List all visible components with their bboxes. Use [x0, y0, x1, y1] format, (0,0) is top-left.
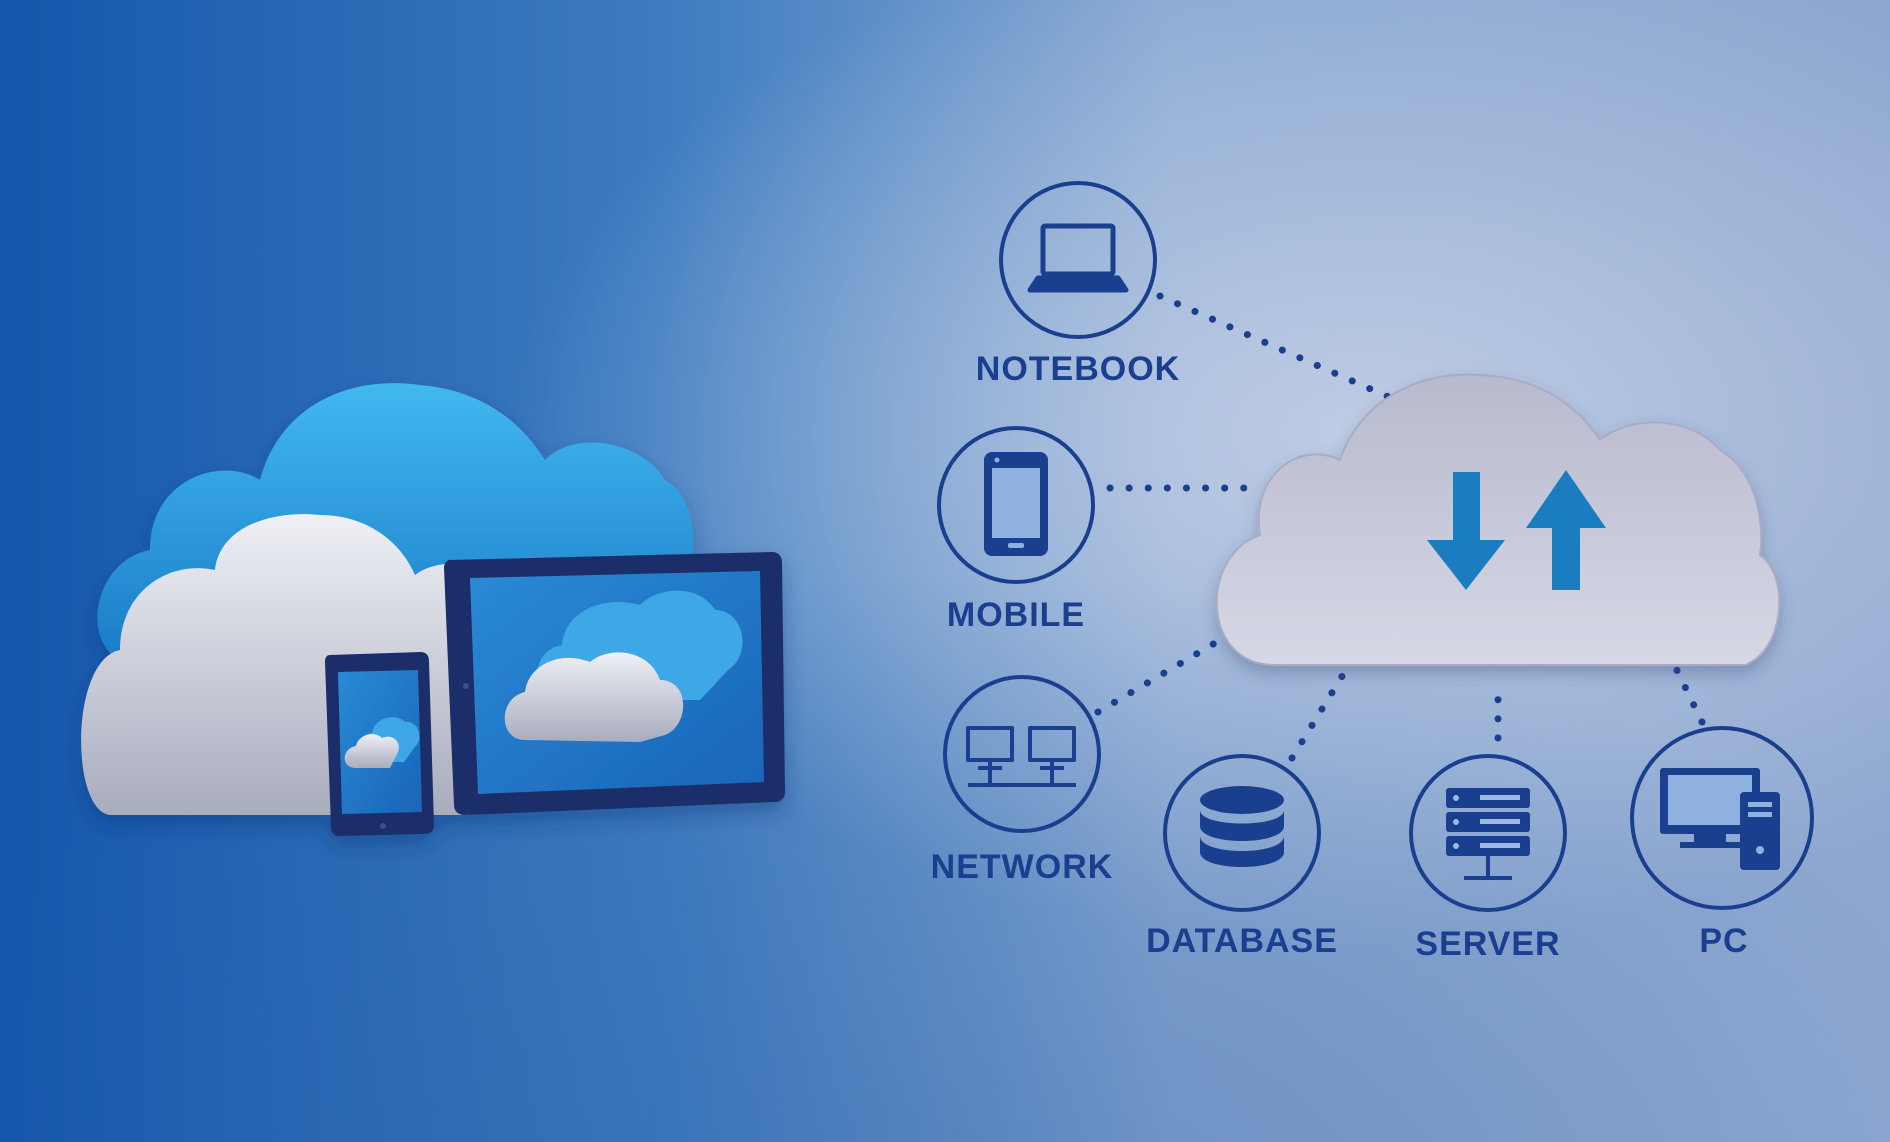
node-label: DATABASE [1146, 922, 1338, 960]
phone-device [325, 652, 434, 836]
tablet-device [444, 552, 785, 815]
node-pc: PC [1630, 726, 1814, 960]
server-icon [1446, 788, 1530, 880]
hub-cloud [1215, 373, 1781, 666]
cloud-devices-illustration [81, 383, 785, 836]
connectors [1094, 292, 1706, 762]
phone-cloud-icon [344, 717, 420, 768]
download-arrow-icon [1427, 472, 1505, 590]
node-label: NETWORK [931, 848, 1114, 886]
connector-pc [1668, 656, 1706, 726]
node-notebook: NOTEBOOK [976, 181, 1180, 388]
smartphone-icon [984, 452, 1048, 556]
node-label: MOBILE [947, 596, 1085, 634]
node-database: DATABASE [1146, 754, 1338, 960]
tablet-cloud-icon [504, 590, 743, 742]
connector-database [1288, 656, 1356, 762]
connector-notebook [1156, 292, 1404, 406]
node-label: PC [1699, 922, 1748, 960]
node-label: NOTEBOOK [976, 350, 1180, 388]
network-icon [966, 726, 1076, 787]
laptop-icon [1027, 223, 1129, 293]
node-mobile: MOBILE [937, 426, 1095, 634]
node-label: SERVER [1415, 925, 1560, 963]
database-icon [1200, 786, 1284, 867]
desktop-pc-icon [1660, 768, 1780, 870]
node-server: SERVER [1409, 754, 1567, 963]
network-diagram: NOTEBOOK MOBILE NETWORK [931, 181, 1814, 963]
upload-arrow-icon [1526, 470, 1606, 590]
node-network: NETWORK [931, 675, 1114, 886]
connector-network [1094, 629, 1236, 716]
